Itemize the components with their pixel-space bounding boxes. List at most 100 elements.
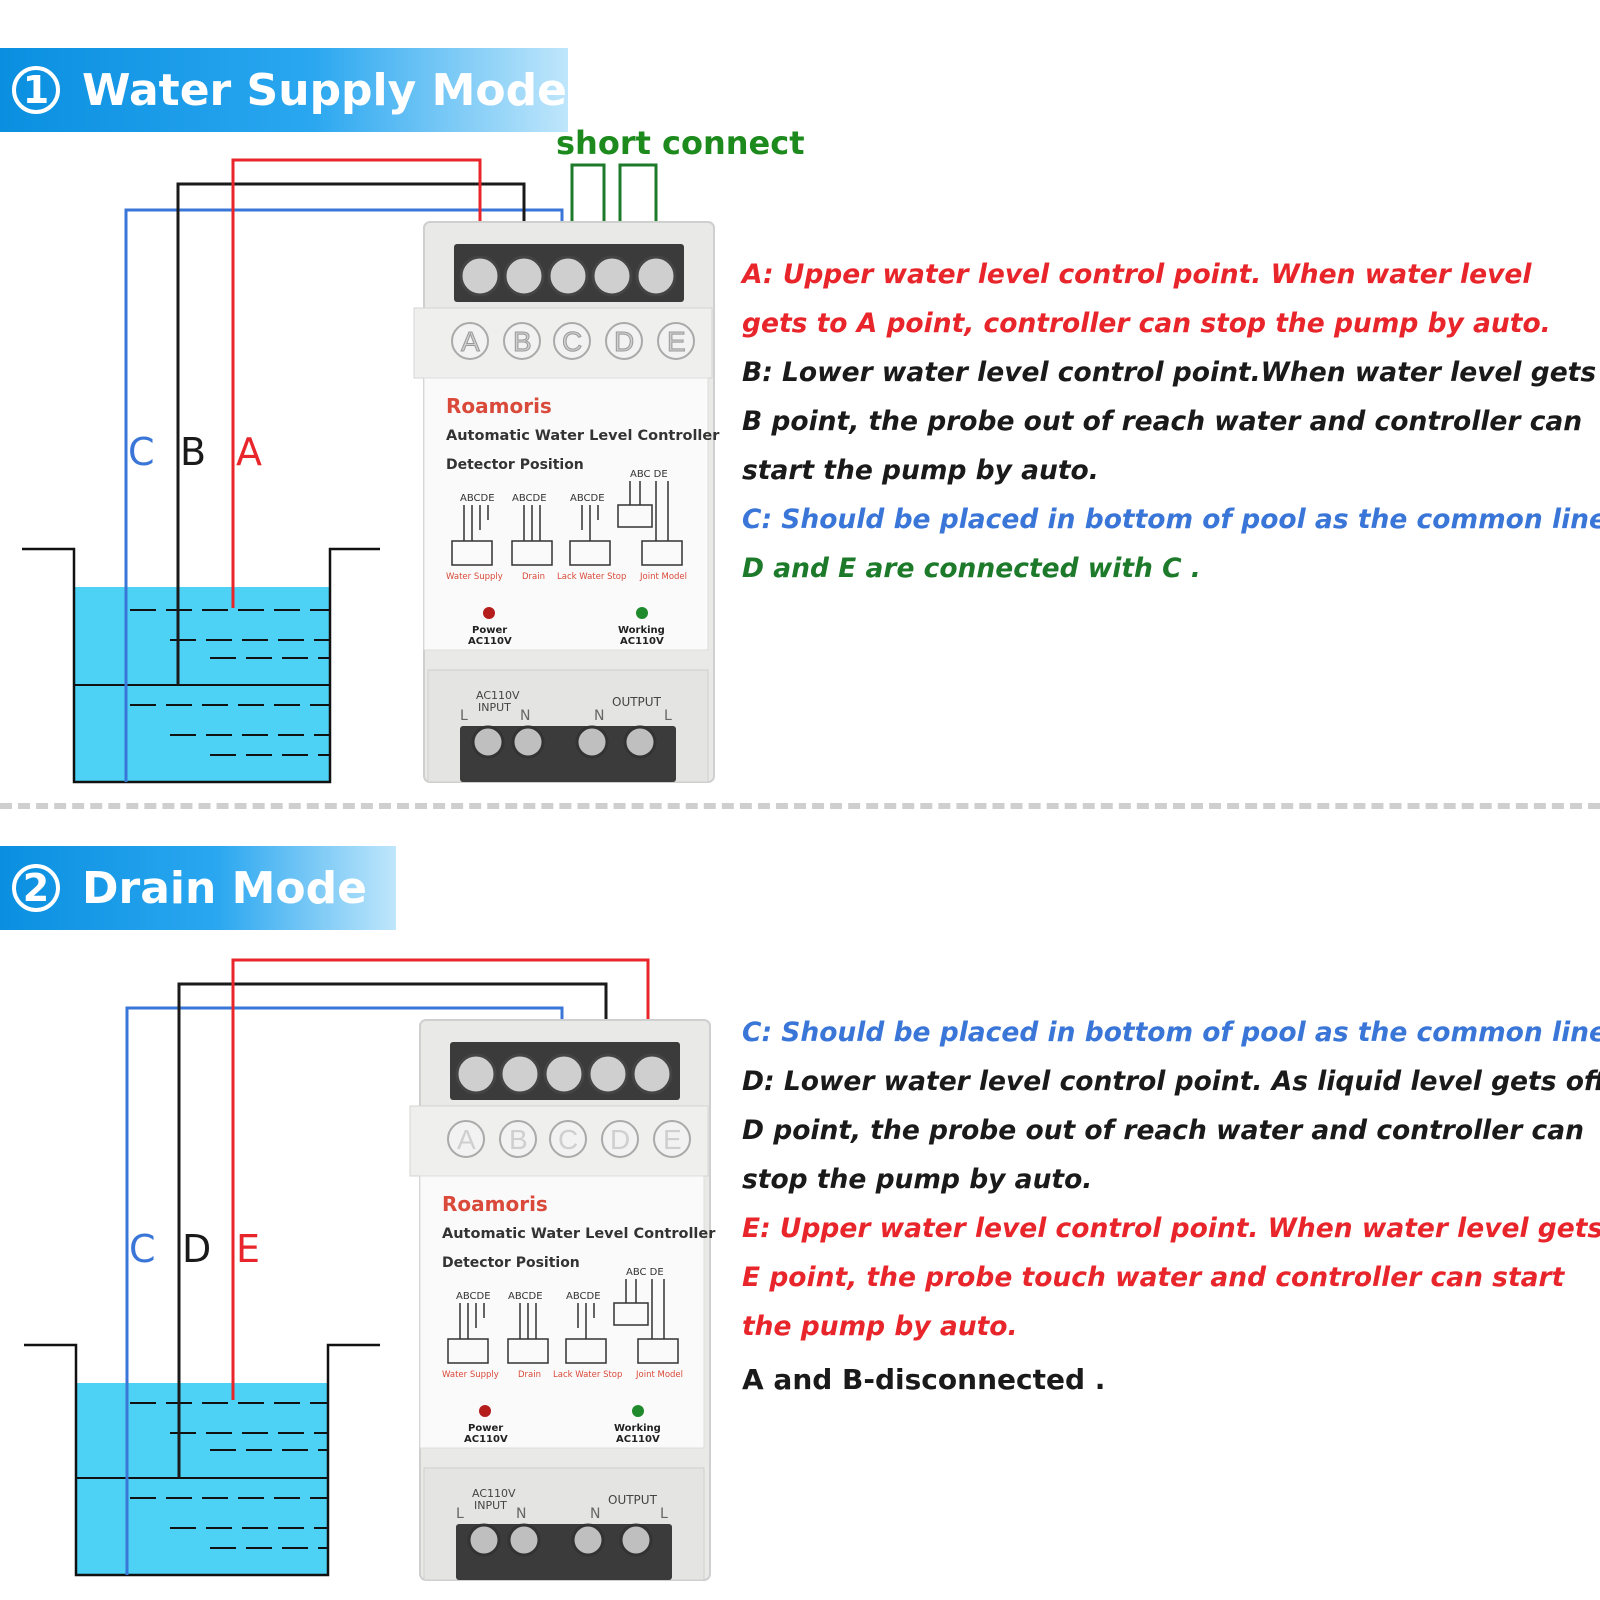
input-label: INPUT (474, 1499, 507, 1512)
section1-banner: 1 Water Supply Mode (0, 48, 568, 132)
water-tank (22, 547, 380, 784)
section1-title: Water Supply Mode (82, 64, 567, 116)
terminal-screws (459, 255, 677, 297)
terminal-letters: A B C D E (451, 322, 695, 360)
power-led (479, 1405, 491, 1417)
wire-a (231, 158, 482, 608)
section1-badge: 1 (12, 66, 60, 114)
power-led (483, 607, 495, 619)
desc1-line3: B: Lower water level control point.When … (742, 357, 1600, 388)
section2-banner: 2 Drain Mode (0, 846, 396, 930)
short-connect-label: short connect (556, 124, 805, 162)
terminal-screws (455, 1053, 673, 1095)
desc2-line7: the pump by auto. (742, 1311, 1018, 1342)
terminal-d: D (614, 326, 634, 357)
output-label: OUTPUT (612, 695, 662, 709)
wire-label-c: C (128, 430, 155, 474)
desc2-line5: E: Upper water level control point. When… (742, 1213, 1600, 1244)
controller-device: A B C D E Roamoris Automatic Water Level… (413, 221, 720, 783)
detector-position: Detector Position (446, 457, 584, 473)
input-l: L (460, 708, 468, 724)
power-voltage: AC110V (464, 1434, 508, 1445)
output-l: L (660, 1506, 668, 1522)
terminal-a: A (461, 326, 480, 357)
output-l: L (664, 708, 672, 724)
terminal-c: C (562, 326, 582, 357)
terminal-e: E (663, 1124, 682, 1155)
mode-lack-water-stop: Lack Water Stop (557, 572, 626, 582)
terminal-e: E (667, 326, 686, 357)
wire-label-b: B (180, 430, 206, 474)
power-label: Power (468, 1423, 503, 1434)
probe-code-2: ABCDE (512, 493, 547, 504)
controller-device: A B C D E Roamoris Automatic Water Level… (409, 1019, 716, 1581)
desc1-line4: B point, the probe out of reach water an… (742, 406, 1583, 437)
mode-drain: Drain (518, 1370, 541, 1380)
device-product: Automatic Water Level Controller (446, 428, 720, 444)
desc2-line8: A and B-disconnected . (742, 1363, 1106, 1396)
mode-lack-water-stop: Lack Water Stop (553, 1370, 622, 1380)
output-screws (467, 1523, 653, 1557)
wire-label-d: D (182, 1227, 211, 1271)
input-n: N (516, 1506, 526, 1522)
working-label: Working (614, 1423, 661, 1434)
mode-joint-model: Joint Model (635, 1370, 683, 1380)
device-brand: Roamoris (446, 394, 552, 418)
mode-water-supply: Water Supply (446, 572, 503, 582)
working-led (636, 607, 648, 619)
wire-label-e: E (236, 1227, 260, 1271)
wire-e (231, 958, 650, 1400)
mode-icons (451, 481, 683, 566)
wire-label-c: C (129, 1227, 156, 1271)
desc2-line4: stop the pump by auto. (742, 1164, 1093, 1195)
water-tank (24, 1343, 380, 1577)
terminal-d: D (610, 1124, 630, 1155)
input-n: N (520, 708, 530, 724)
desc2-line2: D: Lower water level control point. As l… (742, 1066, 1600, 1097)
section2-badge: 2 (12, 864, 60, 912)
probe-code-3: ABCDE (570, 493, 605, 504)
probe-code-4: ABC DE (626, 1267, 664, 1278)
desc1-line6: C: Should be placed in bottom of pool as… (742, 504, 1600, 535)
drain-diagram: C D E A B C D E Roamoris Automatic Water… (24, 958, 716, 1581)
short-connect-wire-2 (618, 163, 658, 262)
mode-joint-model: Joint Model (639, 572, 687, 582)
output-n: N (594, 708, 604, 724)
desc1-line2: gets to A point, controller can stop the… (742, 308, 1551, 339)
section2-title: Drain Mode (82, 862, 367, 914)
water-supply-diagram: C B A A B C D E Roamoris Automatic Water (22, 158, 720, 784)
mode-drain: Drain (522, 572, 545, 582)
input-voltage: AC110V (476, 689, 520, 702)
desc2-line6: E point, the probe touch water and contr… (742, 1262, 1565, 1293)
working-voltage: AC110V (616, 1434, 660, 1445)
probe-code-1: ABCDE (460, 493, 495, 504)
power-label: Power (472, 625, 507, 636)
detector-position: Detector Position (442, 1255, 580, 1271)
device-product: Automatic Water Level Controller (442, 1226, 716, 1242)
mode-water-supply: Water Supply (442, 1370, 499, 1380)
probe-code-1: ABCDE (456, 1291, 491, 1302)
output-screws (471, 725, 657, 759)
output-label: OUTPUT (608, 1493, 658, 1507)
output-n: N (590, 1506, 600, 1522)
desc1-line1: A: Upper water level control point. When… (742, 259, 1532, 290)
device-brand: Roamoris (442, 1192, 548, 1216)
short-connect-wire (570, 163, 606, 262)
working-voltage: AC110V (620, 636, 664, 647)
working-label: Working (618, 625, 665, 636)
desc1-line7: D and E are connected with C . (742, 553, 1201, 584)
desc1-line5: start the pump by auto. (742, 455, 1099, 486)
power-voltage: AC110V (468, 636, 512, 647)
desc2-line3: D point, the probe out of reach water an… (742, 1115, 1584, 1146)
input-label: INPUT (478, 701, 511, 714)
desc2-line1: C: Should be placed in bottom of pool as… (742, 1017, 1600, 1048)
input-voltage: AC110V (472, 1487, 516, 1500)
probe-code-4: ABC DE (630, 469, 668, 480)
working-led (632, 1405, 644, 1417)
terminal-a: A (457, 1124, 476, 1155)
terminal-c: C (558, 1124, 578, 1155)
probe-code-3: ABCDE (566, 1291, 601, 1302)
input-l: L (456, 1506, 464, 1522)
terminal-b: B (513, 326, 532, 357)
section2-descriptions: C: Should be placed in bottom of pool as… (742, 1008, 1600, 1404)
